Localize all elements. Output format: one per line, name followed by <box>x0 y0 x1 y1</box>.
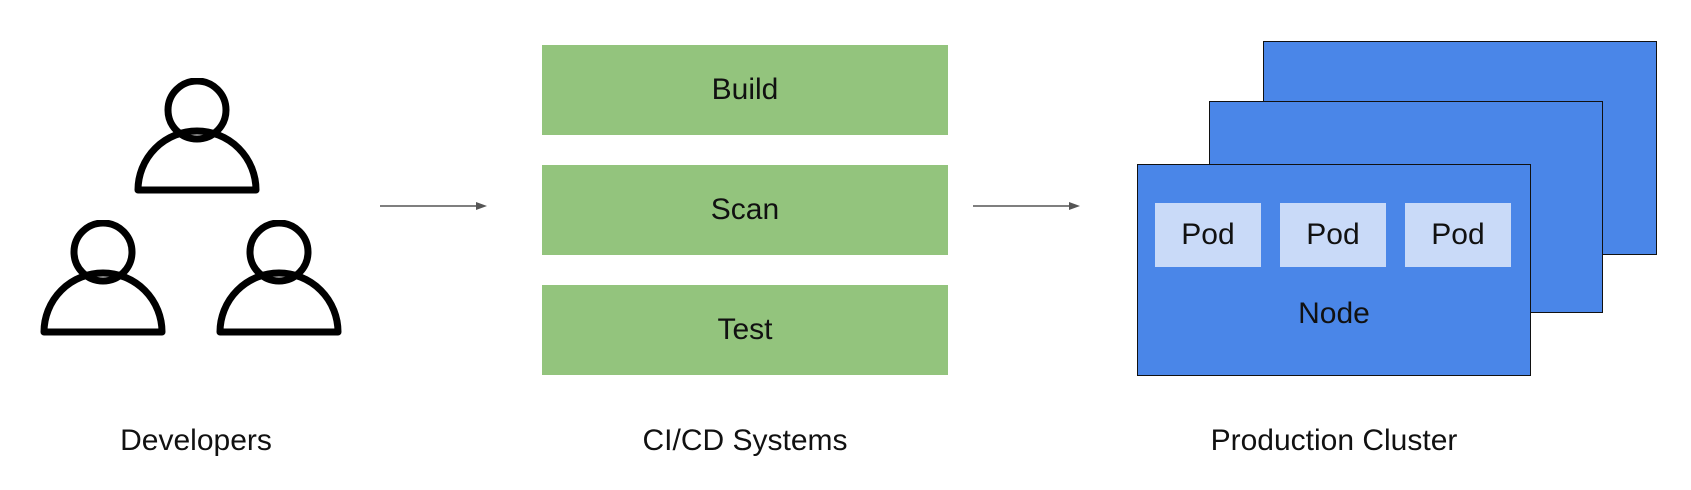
stage-build-label: Build <box>711 73 779 106</box>
pod-1-label: Pod <box>1181 218 1235 251</box>
stage-test: Test <box>542 285 948 375</box>
stage-test-label: Test <box>717 313 773 346</box>
arrow-developers-to-cicd <box>380 198 488 214</box>
pod-3-label: Pod <box>1431 218 1485 251</box>
pod-3: Pod <box>1405 203 1511 267</box>
developers-label: Developers <box>120 424 272 457</box>
person-icon <box>132 78 262 198</box>
node-label: Node <box>1298 297 1370 330</box>
stage-scan-label: Scan <box>710 193 780 226</box>
person-icon <box>38 220 168 340</box>
arrow-cicd-to-cluster <box>973 198 1081 214</box>
pod-1: Pod <box>1155 203 1261 267</box>
stage-scan: Scan <box>542 165 948 255</box>
cicd-label: CI/CD Systems <box>642 424 848 457</box>
pod-2: Pod <box>1280 203 1386 267</box>
pod-2-label: Pod <box>1306 218 1360 251</box>
stage-build: Build <box>542 45 948 135</box>
node-card-front: Pod Pod Pod Node <box>1137 164 1531 376</box>
cluster-label: Production Cluster <box>1210 424 1458 457</box>
person-icon <box>214 220 344 340</box>
